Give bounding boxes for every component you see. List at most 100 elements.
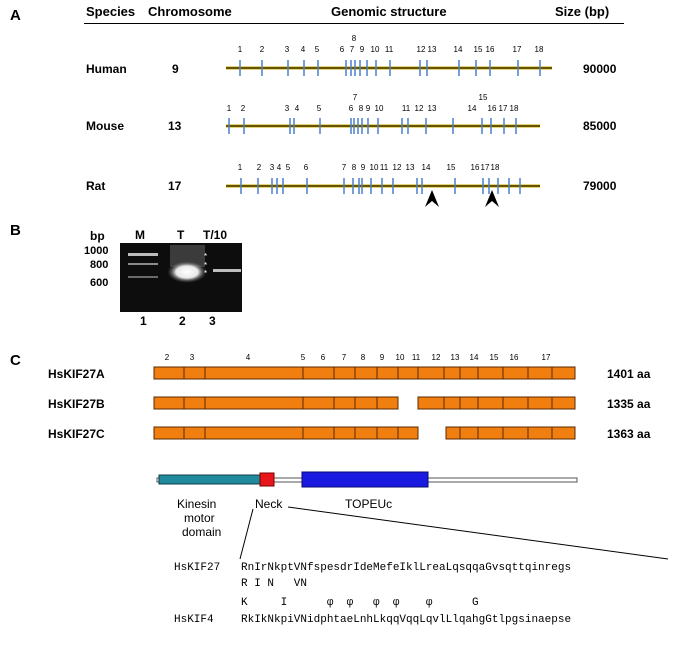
- rat-exon-label: 1: [238, 163, 243, 172]
- mouse-exon-label: 18: [510, 104, 519, 113]
- zoom-line-right: [287, 506, 669, 560]
- lane-1-number: 1: [140, 314, 147, 328]
- topeuc-domain-bar: [301, 471, 429, 488]
- mouse-exon-label: 10: [375, 104, 384, 113]
- human-exon-label: 18: [535, 45, 544, 54]
- mouse-exon-label: 17: [499, 104, 508, 113]
- rat-exon-label: 13: [406, 163, 415, 172]
- mouse-exon-label: 4: [295, 104, 300, 113]
- isoform-a-exon-block: [153, 366, 576, 380]
- exon-number-label: 17: [542, 353, 551, 362]
- panel-a-label: A: [10, 7, 21, 24]
- human-exon-label: 5: [315, 45, 320, 54]
- panel-c-label: C: [10, 352, 21, 369]
- lane-t-label: T: [177, 228, 185, 242]
- alignment-seq1-name: HsKIF27: [174, 562, 221, 574]
- lane-t-band: [167, 261, 207, 283]
- human-exon-label: 13: [428, 45, 437, 54]
- topeuc-label: TOPEUc: [345, 497, 393, 511]
- isoform-c-exon-block: [153, 426, 419, 440]
- mouse-exon-label: 1: [227, 104, 232, 113]
- exon-number-label: 8: [361, 353, 366, 362]
- row-mouse-chromosome: 13: [168, 119, 182, 133]
- row-human-species: Human: [86, 62, 127, 76]
- row-rat-size: 79000: [583, 179, 617, 193]
- mouse-exon-label: 11: [402, 104, 411, 113]
- human-exon-label: 3: [285, 45, 290, 54]
- rat-exon-label: 10: [370, 163, 379, 172]
- rat-exon-label: 5: [286, 163, 291, 172]
- protein-domain-diagram: [156, 471, 669, 560]
- rat-exon-label: 9: [361, 163, 366, 172]
- bp-label: bp: [90, 229, 105, 243]
- lane-t10-band: [213, 269, 241, 272]
- human-exon-label: 16: [486, 45, 495, 54]
- rat-exon-label: 8: [352, 163, 357, 172]
- neck-label: Neck: [255, 497, 283, 511]
- human-exon-label: 6: [340, 45, 345, 54]
- ladder-600: 600: [90, 277, 109, 289]
- motor-label-3: domain: [182, 525, 222, 539]
- header-species: Species: [86, 4, 136, 19]
- exon-number-label: 13: [451, 353, 460, 362]
- isoform-b-exon-block: [153, 396, 399, 410]
- exon-number-label: 9: [380, 353, 385, 362]
- mouse-exon-label: 5: [317, 104, 322, 113]
- ladder-band-800: [128, 263, 158, 265]
- rat-exon-label: 15: [447, 163, 456, 172]
- ladder-800: 800: [90, 259, 109, 271]
- gel-image: * * *: [120, 243, 242, 312]
- ladder-band-1000: [128, 253, 158, 256]
- alignment-seq2-name: HsKIF4: [174, 614, 214, 626]
- exon-number-label: 15: [490, 353, 499, 362]
- human-exon-label: 12: [417, 45, 426, 54]
- alignment-seq1: RnIrNkptVNfspesdrIdeMefeIklLreaLqsqqaGvs…: [241, 562, 572, 574]
- row-rat-chromosome: 17: [168, 179, 182, 193]
- row-rat-species: Rat: [86, 179, 106, 193]
- mouse-exon-label: 2: [241, 104, 246, 113]
- neck-domain-box: [259, 472, 275, 487]
- mouse-exon-label: 7: [353, 93, 358, 102]
- alignment-identity-row: R I N VN: [241, 578, 308, 590]
- exon-number-label: 12: [432, 353, 441, 362]
- exon-number-label: 2: [165, 353, 170, 362]
- mouse-exon-label: 6: [349, 104, 354, 113]
- alignment-similarity-row: K I φ φ φ φ φ G: [241, 597, 479, 609]
- rat-exon-label: 2: [257, 163, 262, 172]
- mouse-exon-label: 3: [285, 104, 290, 113]
- rat-exon-label: 4: [277, 163, 282, 172]
- rat-exon-label: 3: [270, 163, 275, 172]
- exon-number-label: 11: [412, 353, 421, 362]
- exon-number-label: 3: [190, 353, 195, 362]
- lane-m-label: M: [135, 228, 145, 242]
- ladder-band-600: [128, 276, 158, 278]
- exon-number-label: 7: [342, 353, 347, 362]
- mouse-exon-label: 15: [479, 93, 488, 102]
- rat-exon-label: 18: [491, 163, 500, 172]
- alignment-seq2: RkIkNkpiVNidphtaeLnhLkqqVqqLqvlLlqahgGtl…: [241, 614, 572, 626]
- exon-number-label: 16: [510, 353, 519, 362]
- human-exon-label: 9: [360, 45, 365, 54]
- human-exon-label: 7: [350, 45, 355, 54]
- exon-number-label: 4: [246, 353, 251, 362]
- mouse-exon-label: 16: [488, 104, 497, 113]
- human-exon-label: 17: [513, 45, 522, 54]
- mouse-exon-label: 13: [428, 104, 437, 113]
- human-exon-label: 14: [454, 45, 463, 54]
- mouse-exon-label: 9: [366, 104, 371, 113]
- rat-exon-label: 7: [342, 163, 347, 172]
- human-exon-label: 11: [385, 45, 394, 54]
- zoom-line-left: [239, 508, 254, 560]
- isoform-b-name: HsKIF27B: [48, 397, 105, 411]
- alternative-exon-arrowhead: [485, 190, 499, 207]
- exon-number-label: 6: [321, 353, 326, 362]
- isoform-c-exon-block: [445, 426, 576, 440]
- header-size: Size (bp): [555, 4, 610, 19]
- mouse-exon-label: 8: [359, 104, 364, 113]
- human-exon-label: 15: [474, 45, 483, 54]
- alternative-exon-arrowhead: [425, 190, 439, 207]
- human-exon-label: 4: [301, 45, 306, 54]
- header-structure: Genomic structure: [331, 4, 447, 19]
- header-rule: [84, 23, 624, 24]
